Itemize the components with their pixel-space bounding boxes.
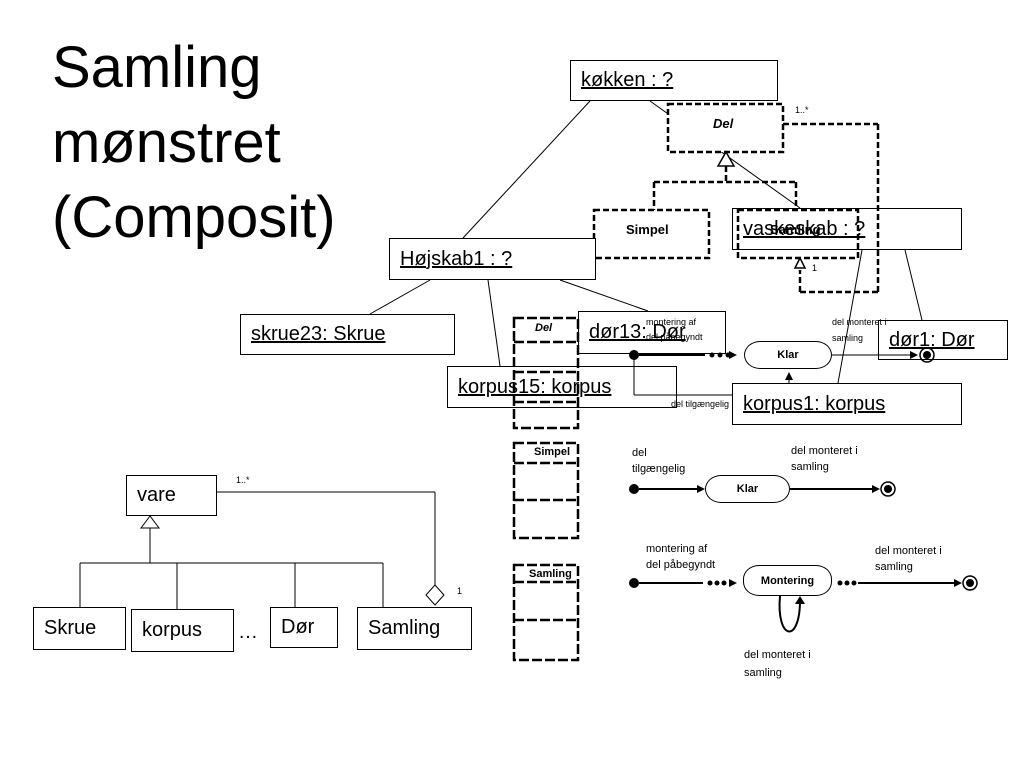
simpel-end-label-2: samling <box>791 461 829 473</box>
simpel-start-label-2: tilgængelig <box>632 463 686 475</box>
bottom-class-lines <box>79 491 445 609</box>
link-koekken-hoejskab <box>462 100 591 239</box>
slide-title: Samling mønstret (Composit) <box>52 30 336 255</box>
object-koekken: køkken : ? <box>570 60 778 101</box>
class-samling-label: Samling <box>770 222 821 237</box>
state-montering: Montering <box>743 565 832 596</box>
object-vaskeskab-label: vaskeskab : ? <box>743 217 866 240</box>
object-korpus1-label: korpus1: korpus <box>743 392 886 415</box>
samling-self-label-2: samling <box>744 667 782 679</box>
bottom-multiplicity-one: 1 <box>457 586 463 596</box>
state-diagram-del <box>629 347 935 396</box>
samling-start-label-2: del påbegyndt <box>646 559 716 571</box>
link-vaskeskab-doer1 <box>904 249 923 321</box>
swimlane-columns <box>512 316 580 662</box>
object-doer1: dør1: Dør <box>878 320 1008 360</box>
swimlane-header-del: Del <box>535 322 553 334</box>
object-skrue23-label: skrue23: Skrue <box>251 323 386 345</box>
class-korpus-label: korpus <box>142 619 203 641</box>
object-doer13: dør13: Dør <box>578 311 726 354</box>
state-klar-simpel-label: Klar <box>736 483 759 495</box>
class-vare: vare <box>126 475 217 516</box>
object-doer1-label: dør1: Dør <box>889 328 975 351</box>
del-end-label-2: samling <box>832 333 864 343</box>
samling-end-label-2: samling <box>875 561 913 573</box>
state-montering-label: Montering <box>760 574 815 587</box>
title-line-1: Samling <box>52 35 262 100</box>
state-klar-del: Klar <box>744 341 832 369</box>
class-simpel-label: Simpel <box>626 222 669 237</box>
simpel-end-label-1: del monteret i <box>791 445 858 457</box>
object-korpus1: korpus1: korpus <box>732 383 962 425</box>
link-hoejskab-doer13 <box>559 279 649 312</box>
samling-self-label-1: del monteret i <box>744 649 811 661</box>
object-hoejskab1: Højskab1 : ? <box>389 238 596 280</box>
samling-end-label-1: del monteret i <box>875 545 942 557</box>
class-doer-label: Dør <box>281 616 315 638</box>
ellipsis: … <box>238 621 258 643</box>
del-bottom-label: del tilgængelig <box>671 399 730 409</box>
class-doer: Dør <box>270 607 338 648</box>
link-hoejskab-skrue <box>369 279 431 315</box>
state-diagram-samling <box>629 575 978 633</box>
multiplicity-many-top: 1..* <box>795 105 809 115</box>
state-klar-del-label: Klar <box>777 349 799 361</box>
title-line-3: (Composit) <box>52 185 336 250</box>
aggregation-diamond-top <box>793 256 807 269</box>
simpel-start-label-1: del <box>632 447 647 459</box>
bottom-multiplicity-many: 1..* <box>236 475 250 485</box>
del-start-label-1: montering af <box>646 317 697 327</box>
link-vaskeskab-korpus1 <box>837 249 863 384</box>
object-doer13-label: dør13: Dør <box>589 321 686 343</box>
class-samling: Samling <box>357 607 472 650</box>
object-koekken-label: køkken : ? <box>581 69 674 91</box>
link-hoejskab-korpus15 <box>487 279 501 367</box>
swimlane-header-simpel: Simpel <box>534 446 571 458</box>
object-skrue23: skrue23: Skrue <box>240 314 455 355</box>
object-korpus15-label: korpus15: korpus <box>458 375 612 398</box>
samling-start-label-1: montering af <box>646 543 708 555</box>
class-korpus: korpus <box>131 609 234 652</box>
object-hoejskab1-label: Højskab1 : ? <box>400 247 513 270</box>
class-skrue-label: Skrue <box>44 617 97 639</box>
title-line-2: mønstret <box>52 110 281 175</box>
state-klar-simpel: Klar <box>705 475 790 503</box>
del-start-label-2: del påbegyndt <box>646 332 703 342</box>
del-end-label-1: del monteret i <box>832 317 887 327</box>
multiplicity-one-top: 1 <box>812 263 818 273</box>
class-skrue: Skrue <box>33 607 126 650</box>
object-korpus15: korpus15: korpus <box>447 366 677 408</box>
class-samling-label: Samling <box>368 617 441 639</box>
class-vare-label: vare <box>137 484 176 506</box>
class-del-label: Del <box>713 116 734 131</box>
swimlane-header-samling: Samling <box>529 568 572 580</box>
object-vaskeskab: vaskeskab : ? <box>732 208 962 250</box>
state-diagram-simpel <box>629 481 896 497</box>
